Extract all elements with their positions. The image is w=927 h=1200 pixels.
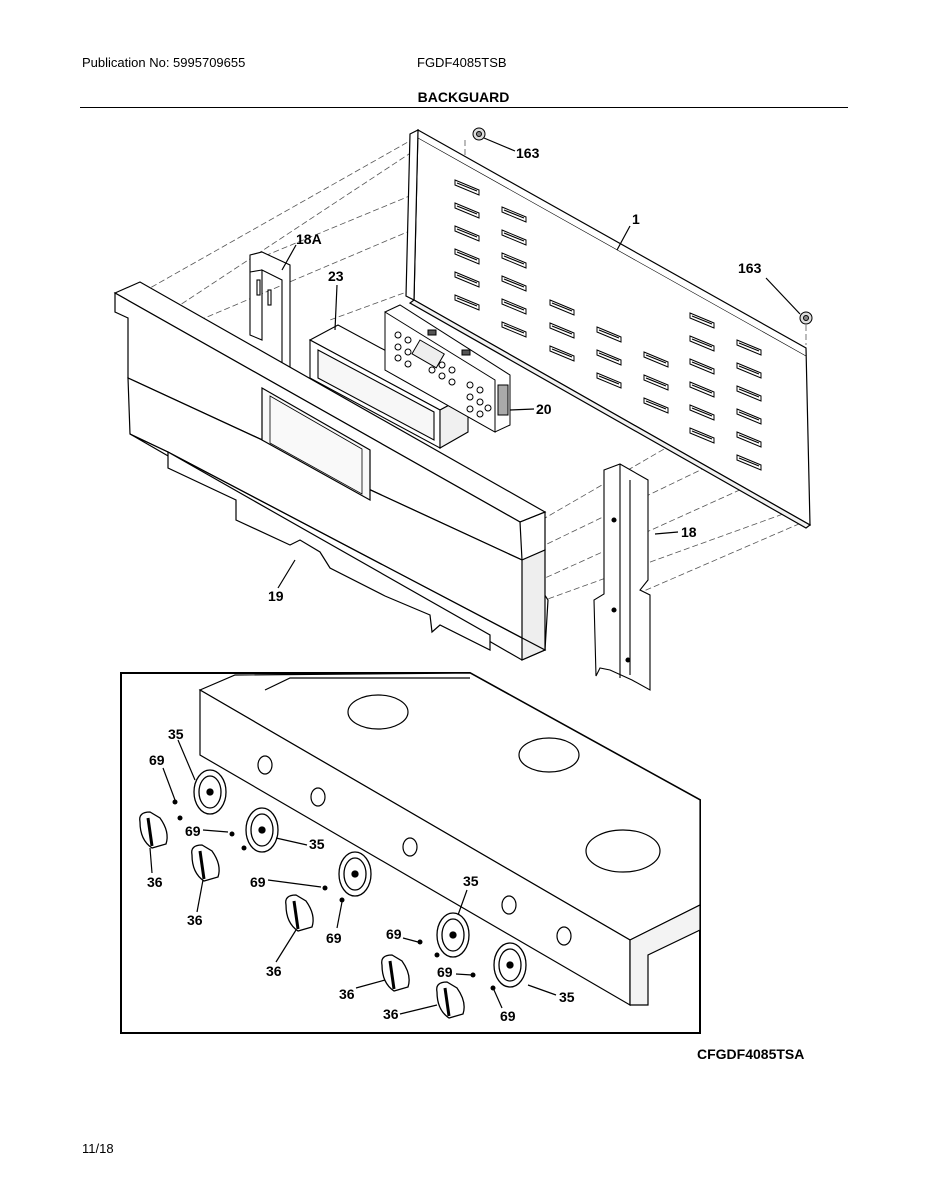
knob-bezel-35 [493,942,527,988]
callout-36: 36 [266,963,282,979]
bumper-163-top [472,127,486,141]
knob-36 [139,811,168,849]
callout-36: 36 [339,986,355,1002]
callout-20: 20 [536,401,552,417]
callout-19: 19 [268,588,284,604]
callout-23: 23 [328,268,344,284]
knob-bezel-35 [193,769,227,815]
callout-69: 69 [185,823,201,839]
callout-labels: 163 1 163 18A 23 20 18 19 35 35 35 35 69… [147,145,762,1024]
knob-detail-inset [120,672,701,1034]
knob-36 [285,894,314,932]
callout-36: 36 [383,1006,399,1022]
header-divider [80,107,848,108]
screws-69 [172,799,496,991]
callout-69: 69 [386,926,402,942]
control-board-20 [384,304,511,433]
callout-35: 35 [168,726,184,742]
knob-36 [436,981,465,1019]
callout-163-top: 163 [516,145,540,161]
callout-35: 35 [463,873,479,889]
knob-bezel-35 [338,851,372,897]
callout-35: 35 [559,989,575,1005]
knob-bezel-35 [436,912,470,958]
front-panel-19 [113,281,549,661]
left-end-bracket-18A [249,251,291,376]
bumper-163-right [799,311,813,325]
publication-number: Publication No: 5995709655 [82,55,246,70]
callout-69: 69 [250,874,266,890]
model-number: FGDF4085TSB [417,55,507,70]
rear-panel [405,128,812,529]
page-number: 11/18 [82,1141,114,1156]
callout-18: 18 [681,524,697,540]
callout-69: 69 [149,752,165,768]
knob-bezel-35 [245,807,279,853]
callout-18A: 18A [296,231,322,247]
callout-69: 69 [326,930,342,946]
callout-163-right: 163 [738,260,762,276]
callout-69: 69 [500,1008,516,1024]
callout-leaders [149,137,801,1015]
section-title: BACKGUARD [417,89,510,105]
callout-36: 36 [147,874,163,890]
right-end-bracket-18 [593,463,651,691]
knob-36 [191,844,220,882]
callout-35: 35 [309,836,325,852]
callout-36: 36 [187,912,203,928]
knob-36 [381,954,410,992]
callout-69: 69 [437,964,453,980]
variant-model-label: CFGDF4085TSA [697,1046,805,1062]
callout-1: 1 [632,211,640,227]
